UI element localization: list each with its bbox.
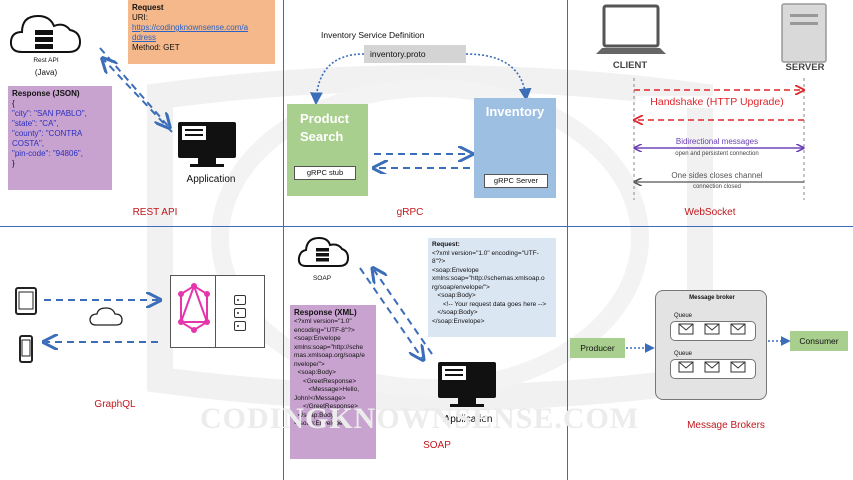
rest-response-line: "pin-code": "94806", — [12, 149, 83, 158]
soap-response-line: <Message>Hello, — [294, 386, 360, 393]
inventory-title: Inventory — [485, 104, 545, 119]
graphql-server-rack-slot — [234, 321, 246, 331]
graphql-server-rack-slot — [234, 308, 246, 318]
divider-horizontal — [0, 226, 853, 227]
rest-response-open: { — [12, 99, 15, 108]
soap-request-line: <?xml version="1.0" encoding="UTF- — [432, 249, 539, 257]
soap-request-line: rg/soap/envelope/"> — [432, 283, 490, 291]
grpc-definition-title: Inventory Service Definition — [321, 30, 425, 40]
soap-response-box: Response (XML) <?xml version="1.0" encod… — [290, 305, 376, 459]
graphql-logo-icon — [178, 283, 210, 333]
cloud-server-icon — [9, 14, 82, 53]
rest-response-line: COSTA", — [12, 139, 45, 148]
product-search-line1: Product — [300, 111, 350, 126]
queue1-label: Queue — [674, 313, 693, 319]
soap-exchange-arrows — [359, 262, 433, 366]
broker-flow-arrows — [626, 336, 791, 353]
rest-request-uri-line1[interactable]: https://codingknownsense.com/a — [132, 23, 249, 32]
rest-panel-label: REST API — [132, 207, 178, 218]
rest-response-close: } — [12, 159, 15, 168]
soap-request-line: 8"?> — [432, 258, 446, 265]
rest-cloud-caption: Rest API — [33, 57, 59, 64]
queue2-label: Queue — [674, 351, 693, 357]
soap-request-line: </soap:Body> — [432, 309, 478, 316]
rest-request-uri-line2[interactable]: ddress — [132, 33, 157, 42]
soap-response-line: </soap:Envelope> — [294, 420, 347, 427]
grpc-panel-label: gRPC — [396, 207, 424, 218]
soap-response-line: xmlns:soap="http://sche — [294, 343, 363, 351]
bidirectional-sub: open and persistent connection — [675, 151, 759, 157]
soap-response-line: <soap:Envelope — [294, 335, 341, 342]
soap-request-line: xmlns:soap="http://schemas.xmlsoap.o — [432, 275, 545, 282]
rest-request-title: Request — [132, 3, 164, 12]
one-side-sub: connection closed — [692, 184, 742, 190]
divider-vertical-right — [567, 0, 568, 480]
rest-response-box: Response (JSON) { "city": "SAN PABLO", "… — [8, 86, 112, 190]
soap-app-label: Application — [443, 414, 493, 425]
graphql-panel-label: GraphQL — [94, 399, 136, 410]
graphql-server-rack-slot — [234, 295, 246, 305]
soap-response-line: <?xml version="1.0" — [294, 318, 352, 325]
broker-title: Message broker — [689, 295, 735, 301]
laptop-icon — [596, 4, 666, 54]
soap-response-line: nvelope/"> — [294, 360, 325, 368]
rest-request-uri-label: URI: — [132, 13, 148, 22]
consumer-box: Consumer — [790, 331, 848, 351]
grpc-definition-arrows — [310, 53, 532, 106]
soap-response-line: </soap:Body> — [294, 411, 338, 419]
rest-response-title: Response (JSON) — [12, 89, 80, 98]
grpc-stub-label: gRPC stub — [294, 166, 356, 180]
soap-response-line: <soap:Body> — [294, 369, 336, 376]
graphql-server-divider — [215, 275, 216, 348]
product-search-line2: Search — [300, 129, 344, 144]
device-icons — [15, 287, 37, 363]
soap-request-box: Request: <?xml version="1.0" encoding="U… — [428, 238, 556, 337]
handshake-label: Handshake (HTTP Upgrade) — [636, 96, 798, 108]
rest-response-line: "city": "SAN PABLO", — [12, 109, 87, 118]
server-icon — [781, 3, 827, 63]
grpc-server-label: gRPC Server — [484, 174, 548, 188]
bidirectional-label: Bidirectional messages — [675, 137, 759, 146]
soap-response-line: </GreetResponse> — [294, 403, 358, 410]
one-side-label: One sides closes channel — [671, 171, 763, 180]
websocket-panel-label: WebSocket — [684, 207, 736, 218]
soap-request-line: <soap:Envelope — [432, 266, 479, 274]
soap-response-title: Response (XML) — [294, 308, 357, 317]
soap-response-line: encoding="UTF-8"?> — [294, 326, 355, 334]
rest-request-method: Method: GET — [132, 43, 180, 52]
producer-box: Producer — [570, 338, 625, 358]
websocket-sequence — [620, 78, 820, 200]
soap-cloud-caption: SOAP — [312, 275, 332, 282]
rest-response-line: "state": "CA", — [12, 119, 59, 128]
rest-app-label: Application — [186, 174, 236, 185]
rest-response-line: "county": "CONTRA — [12, 129, 83, 138]
watermark-text: CODINGKNOWNSENSE.COM — [200, 402, 640, 435]
soap-monitor-icon — [438, 362, 496, 407]
client-label: CLIENT — [612, 60, 648, 71]
queue-messages — [678, 323, 746, 373]
rest-request-box: Request URI: https://codingknownsense.co… — [128, 0, 275, 64]
soap-response-line: <GreetResponse> — [294, 377, 357, 385]
soap-request-line: </soap:Envelope> — [432, 317, 485, 325]
broker-panel-label: Message Brokers — [687, 420, 765, 431]
monitor-icon — [178, 122, 236, 167]
cloud-icon — [89, 307, 123, 326]
grpc-proto-file: inventory.proto — [364, 45, 466, 63]
server-label: SERVER — [785, 62, 825, 73]
soap-cloud-server-icon — [297, 236, 350, 267]
soap-panel-label: SOAP — [423, 440, 451, 451]
soap-request-line: <!-- Your request data goes here --> — [432, 300, 547, 308]
product-search-service: Product Search — [287, 104, 368, 196]
divider-vertical-left — [283, 0, 284, 480]
graphql-exchange-arrows — [40, 286, 166, 356]
rest-exchange-arrows — [92, 47, 192, 133]
soap-response-line: John!</Message> — [294, 394, 346, 402]
soap-request-line: <soap:Body> — [432, 292, 476, 299]
soap-request-title: Request: — [432, 241, 460, 248]
grpc-exchange-arrows — [370, 146, 476, 174]
soap-response-line: mas.xmlsoap.org/soap/e — [294, 352, 365, 359]
rest-cloud-sub: (Java) — [34, 68, 58, 77]
